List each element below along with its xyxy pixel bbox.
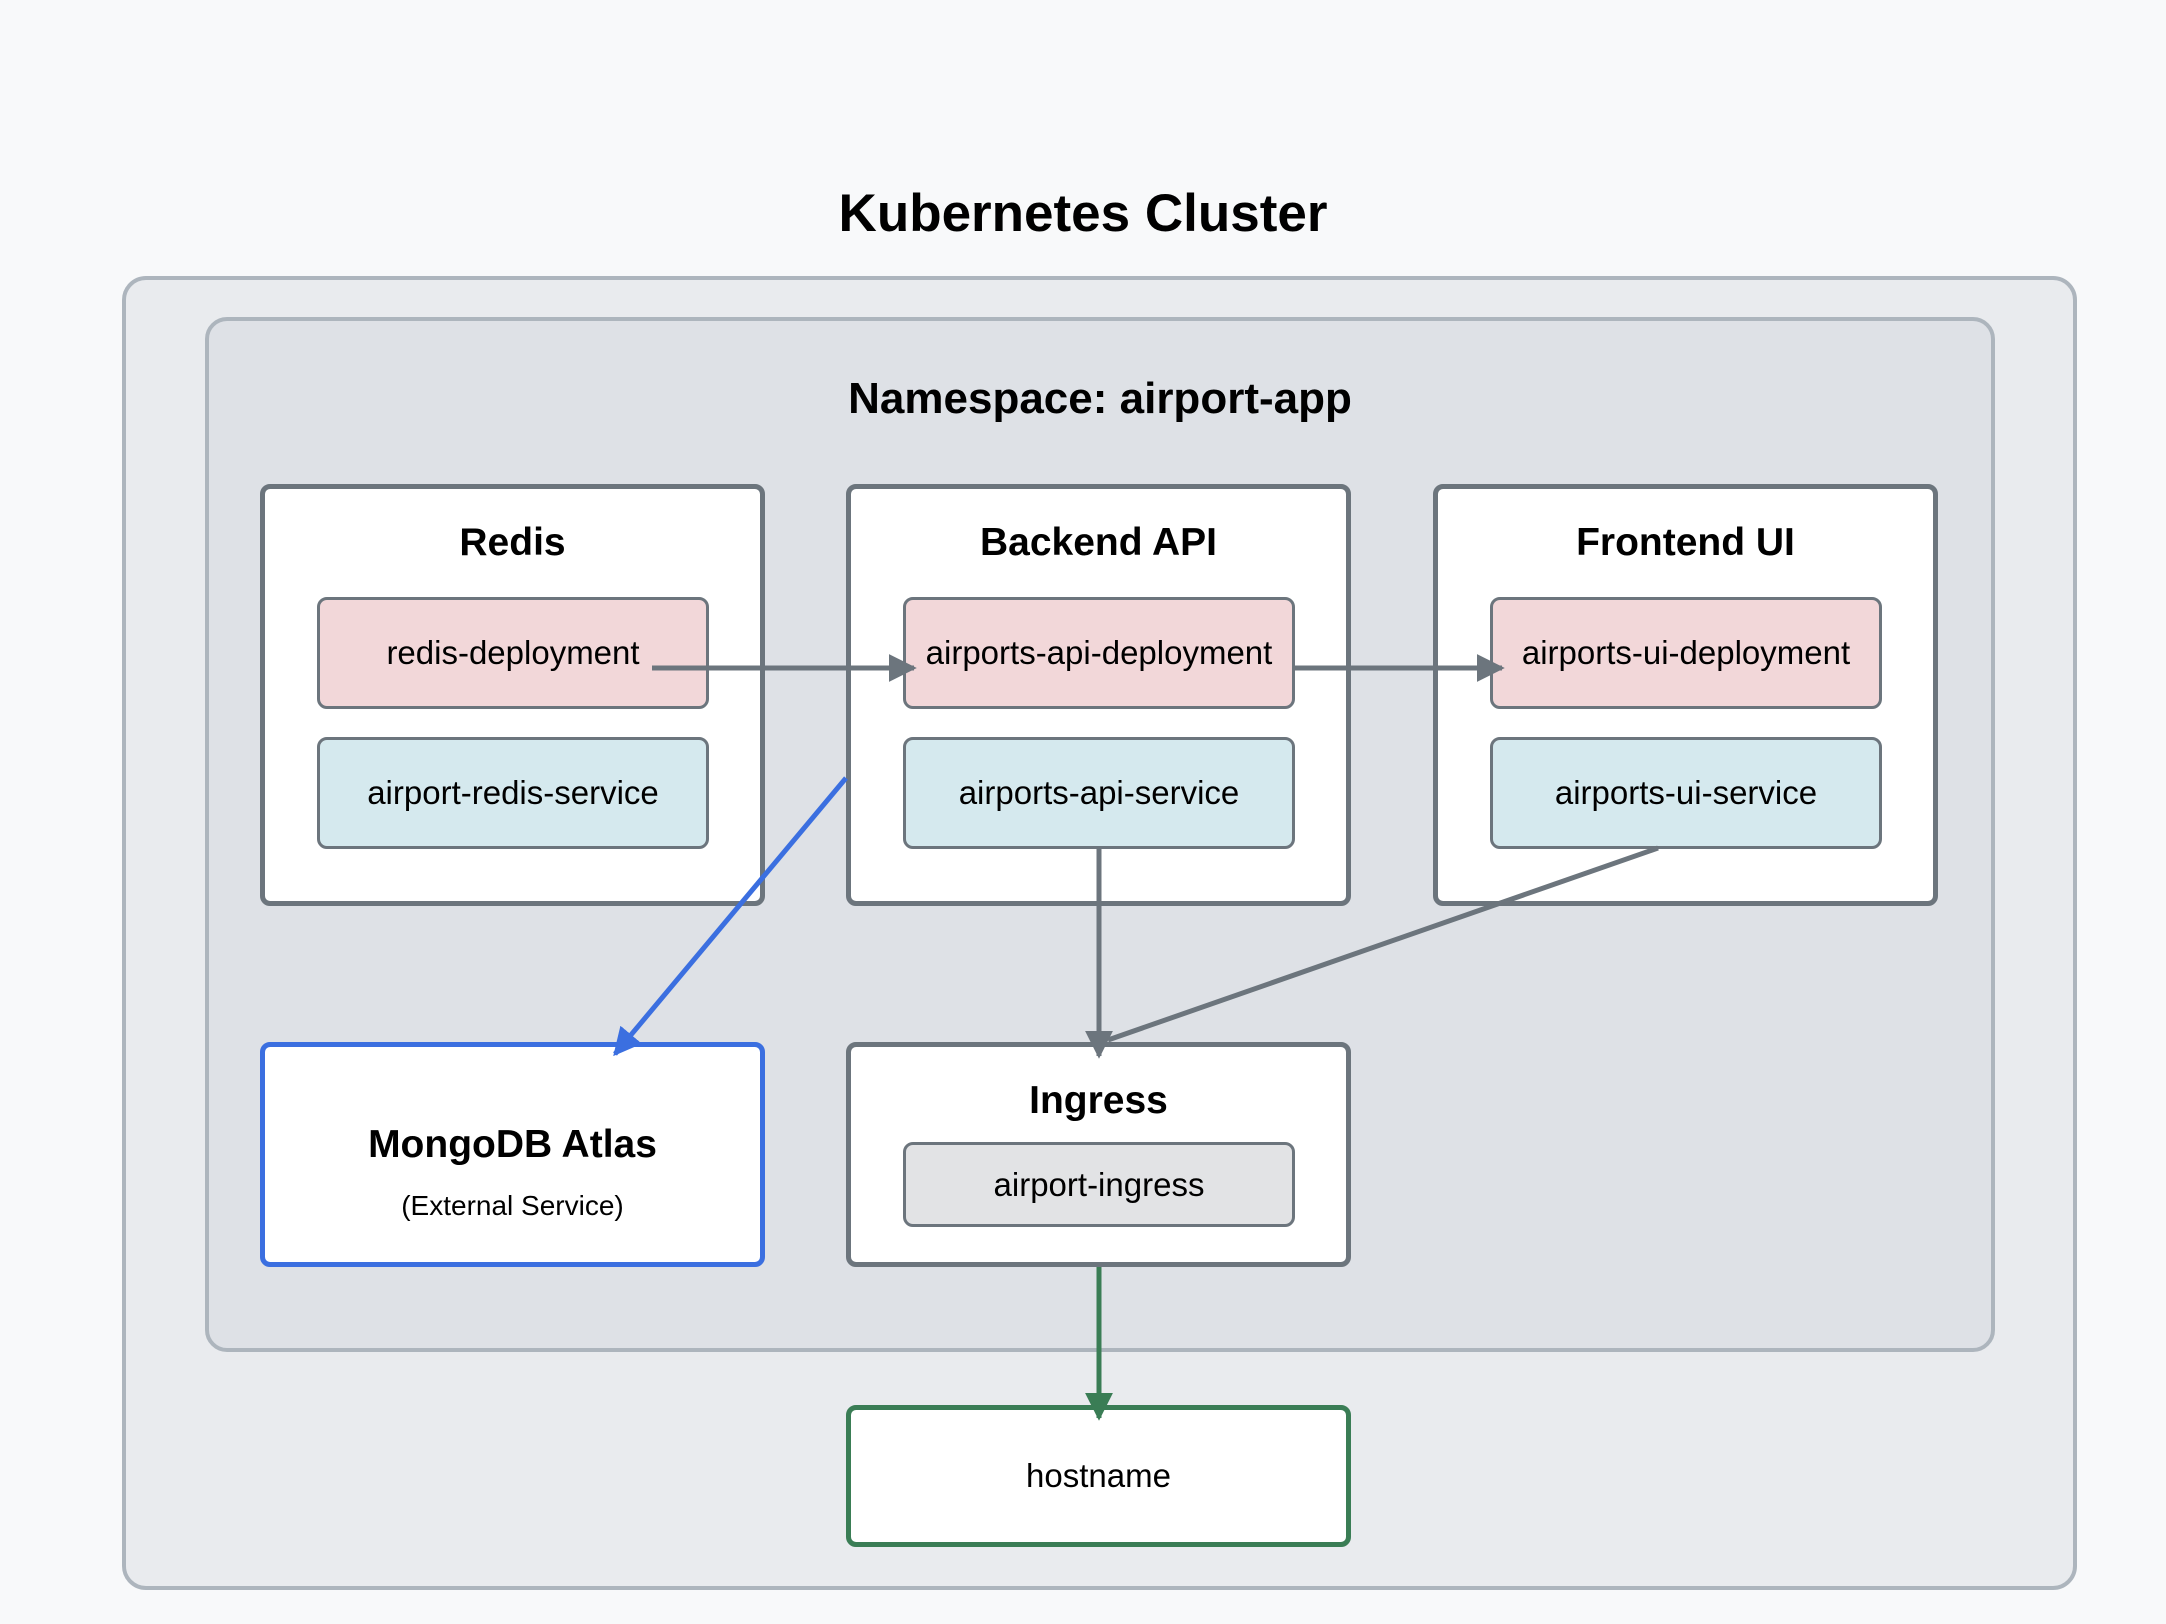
airport-ingress-node: airport-ingress — [903, 1142, 1295, 1227]
ingress-group: Ingress airport-ingress — [846, 1042, 1351, 1267]
redis-group: Redis redis-deployment airport-redis-ser… — [260, 484, 765, 906]
backend-api-group: Backend API airports-api-deployment airp… — [846, 484, 1351, 906]
mongodb-atlas-title: MongoDB Atlas — [368, 1123, 657, 1166]
airports-api-deployment-node: airports-api-deployment — [903, 597, 1295, 709]
mongodb-atlas-subtitle: (External Service) — [401, 1190, 624, 1221]
redis-deployment-node: redis-deployment — [317, 597, 709, 709]
cluster-title: Kubernetes Cluster — [838, 184, 1328, 243]
namespace-title: Namespace: airport-app — [848, 374, 1352, 423]
ingress-group-title: Ingress — [1029, 1079, 1168, 1122]
airports-api-service-node: airports-api-service — [903, 737, 1295, 849]
airports-ui-deployment-node: airports-ui-deployment — [1490, 597, 1882, 709]
backend-api-group-title: Backend API — [980, 521, 1217, 564]
mongodb-atlas-node: MongoDB Atlas (External Service) — [260, 1042, 765, 1267]
hostname-node: hostname — [846, 1405, 1351, 1547]
frontend-ui-group: Frontend UI airports-ui-deployment airpo… — [1433, 484, 1938, 906]
frontend-ui-group-title: Frontend UI — [1576, 521, 1795, 564]
airports-ui-service-node: airports-ui-service — [1490, 737, 1882, 849]
airport-redis-service-node: airport-redis-service — [317, 737, 709, 849]
redis-group-title: Redis — [459, 521, 566, 564]
